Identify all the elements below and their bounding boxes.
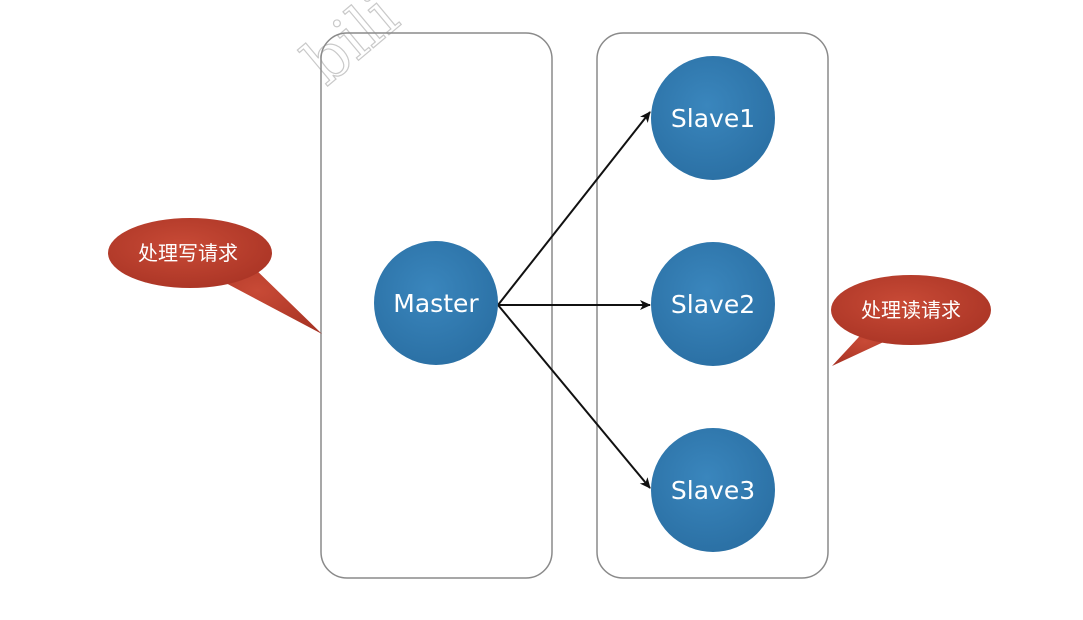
write-request-label: 处理写请求 <box>138 241 238 265</box>
master-node[interactable]: Master <box>374 241 498 365</box>
read-request-label: 处理读请求 <box>861 298 961 322</box>
master-label: Master <box>393 289 479 318</box>
slave3-node[interactable]: Slave3 <box>651 428 775 552</box>
arrow-master-to-slave1 <box>497 111 651 306</box>
arrow-master-to-slave3 <box>497 304 651 489</box>
write-request-callout: 处理写请求 <box>108 218 322 334</box>
slave2-node[interactable]: Slave2 <box>651 242 775 366</box>
watermark: bili <box>289 0 412 99</box>
read-request-callout: 处理读请求 <box>831 275 991 366</box>
slave1-label: Slave1 <box>671 104 755 133</box>
slave3-label: Slave3 <box>671 476 755 505</box>
slave2-label: Slave2 <box>671 290 755 319</box>
slave1-node[interactable]: Slave1 <box>651 56 775 180</box>
